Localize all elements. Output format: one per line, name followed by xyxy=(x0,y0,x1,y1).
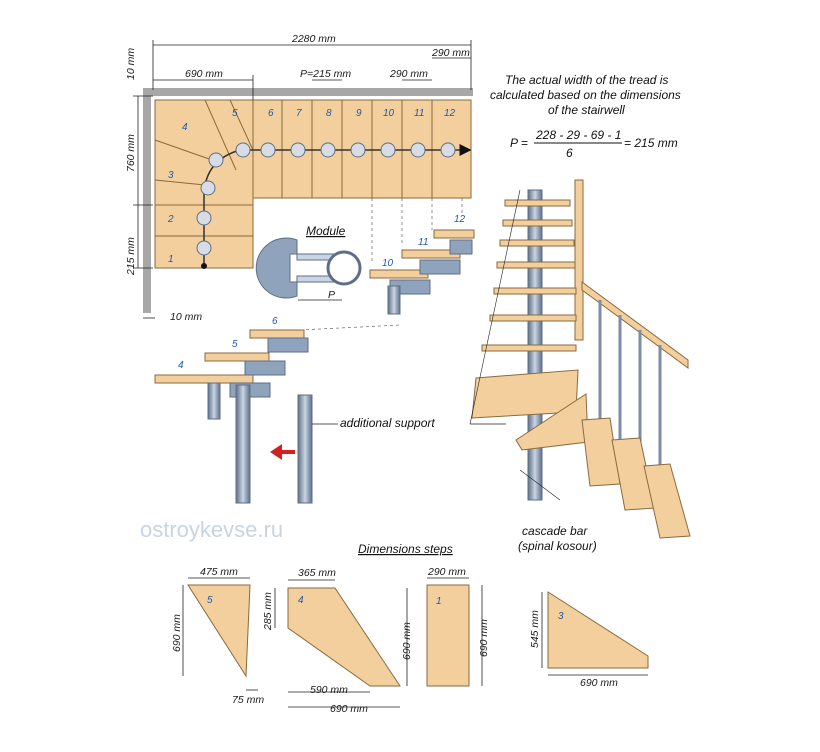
module-bracket xyxy=(255,237,298,299)
plan-step-2: 2 xyxy=(167,214,174,225)
plan-step-10: 10 xyxy=(383,108,395,119)
cascade-step-10: 10 xyxy=(382,258,394,269)
step3-shape xyxy=(547,591,649,669)
cascade-left: 4 5 6 additional support xyxy=(154,316,435,504)
plan-view: 1 2 3 4 5 6 7 8 9 10 11 12 2280 mm 290 m… xyxy=(125,33,473,331)
plan-tread-dividers xyxy=(281,100,433,198)
step4-left: 285 mm xyxy=(262,592,274,631)
staircase-3d: cascade bar (spinal kosour) xyxy=(469,179,691,553)
tread-4 xyxy=(154,374,254,384)
cascade-right: 10 11 12 xyxy=(369,214,475,315)
formula-denominator: 6 xyxy=(566,146,573,160)
cascade-step-5: 5 xyxy=(232,339,238,350)
cascade-step-12: 12 xyxy=(454,214,466,225)
cascade-step-6: 6 xyxy=(272,316,278,327)
dim-760: 760 mm xyxy=(125,134,137,172)
tread-10 xyxy=(369,269,429,279)
dim-step-4: 4 365 mm 285 mm 690 mm 590 mm 690 mm xyxy=(262,567,413,715)
watermark: ostroykevse.ru xyxy=(140,517,283,542)
start-dot xyxy=(201,263,207,269)
step5-shape xyxy=(187,584,251,678)
formula-line-1: The actual width of the tread is xyxy=(505,73,668,87)
step5-top: 475 mm xyxy=(200,566,238,578)
step5-bottom: 75 mm xyxy=(232,694,264,706)
plan-step-4: 4 xyxy=(182,122,188,133)
additional-support-pole xyxy=(297,394,313,504)
dim-10-bottom: 10 mm xyxy=(170,311,202,323)
plan-step-12: 12 xyxy=(444,108,456,119)
projection-lines xyxy=(299,198,463,331)
dim-290-top: 290 mm xyxy=(431,47,470,59)
step4-top: 365 mm xyxy=(298,567,336,579)
plan-step-3: 3 xyxy=(168,170,174,181)
plan-step-1: 1 xyxy=(168,254,174,265)
formula-line-2: calculated based on the dimensions xyxy=(490,88,681,102)
main-pole xyxy=(235,384,251,504)
module-detail: Module P xyxy=(255,224,362,301)
formula-numerator: 228 - 29 - 69 - 1 xyxy=(535,128,621,142)
plan-connectors xyxy=(196,142,456,256)
tread-5 xyxy=(204,352,270,362)
step1-right: 690 mm xyxy=(478,619,490,657)
step5-left: 690 mm xyxy=(171,614,183,652)
formula-block: The actual width of the tread is calcula… xyxy=(490,73,681,160)
wall-top xyxy=(143,88,473,96)
formula-line-3: of the stairwell xyxy=(548,103,625,117)
step1-number: 1 xyxy=(436,596,442,607)
additional-support-label: additional support xyxy=(340,416,435,430)
plan-step-6: 6 xyxy=(268,108,274,119)
plan-winder-area xyxy=(154,99,254,206)
dim-2280: 2280 mm xyxy=(291,33,336,45)
step3-left: 545 mm xyxy=(529,610,541,648)
step4-shape xyxy=(287,587,401,687)
module-ring xyxy=(326,250,362,286)
dimensions-steps-title: Dimensions steps xyxy=(358,542,453,556)
tread-6 xyxy=(249,329,305,339)
winder-dividers xyxy=(154,99,254,186)
formula-lhs: P = xyxy=(510,136,528,150)
red-arrow-icon xyxy=(270,444,295,460)
dim-step-1: 1 290 mm 690 mm xyxy=(426,566,490,687)
step1-shape xyxy=(426,584,470,687)
plan-step-8: 8 xyxy=(326,108,332,119)
dim-10-top: 10 mm xyxy=(125,48,137,80)
module-title: Module xyxy=(306,224,346,238)
step3-bottom: 690 mm xyxy=(580,677,618,689)
module-p-label: P xyxy=(328,289,335,301)
step4-right: 690 mm xyxy=(401,622,413,660)
step4-number: 4 xyxy=(298,595,304,606)
step4-bottom-inner: 590 mm xyxy=(310,684,348,696)
dim-p-215: P=215 mm xyxy=(300,68,351,80)
dim-step-5: 5 475 mm 690 mm 75 mm xyxy=(171,566,264,706)
wall-left xyxy=(143,88,151,313)
cascade-step-11: 11 xyxy=(418,237,428,248)
plan-step-9: 9 xyxy=(356,108,362,119)
cascade-step-4: 4 xyxy=(178,360,184,371)
dim-690: 690 mm xyxy=(185,68,223,80)
step3-number: 3 xyxy=(558,611,564,622)
plan-dimension-lines xyxy=(133,40,472,319)
plan-step-5: 5 xyxy=(232,108,238,119)
dim-290-mid: 290 mm xyxy=(389,68,428,80)
cascade-bar-label-1: cascade bar xyxy=(522,524,588,538)
step4-bottom: 690 mm xyxy=(330,703,368,715)
plan-step-7: 7 xyxy=(296,108,302,119)
tread-12 xyxy=(433,229,475,239)
step1-top: 290 mm xyxy=(427,566,466,578)
formula-rhs: = 215 mm xyxy=(624,136,678,150)
step5-number: 5 xyxy=(207,595,213,606)
plan-step-11: 11 xyxy=(414,108,424,119)
dim-step-3: 3 545 mm 690 mm xyxy=(529,591,649,689)
cascade-bar-label-2: (spinal kosour) xyxy=(518,539,597,553)
dim-215: 215 mm xyxy=(125,237,137,276)
